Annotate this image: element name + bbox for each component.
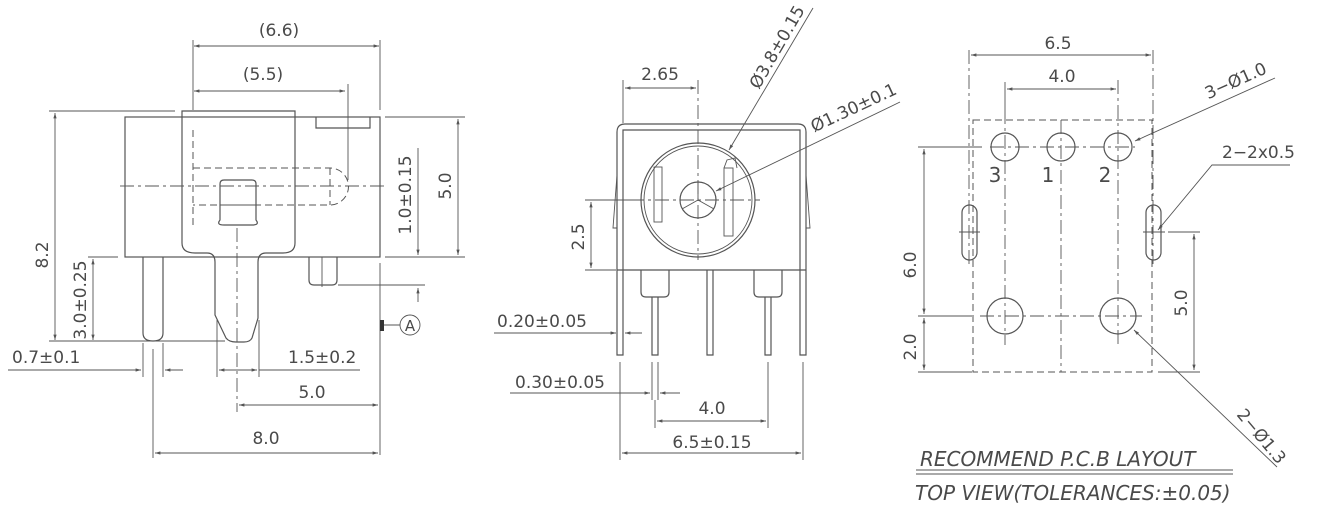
- dim-pin-spacing: 4.0: [698, 399, 725, 419]
- dim-body-height: 5.0: [436, 172, 456, 199]
- contact-square: [218, 179, 258, 226]
- dim-slot-height: 5.0: [1172, 289, 1192, 316]
- frame-outline: [616, 123, 807, 270]
- dim-bottom-offset: 2.0: [901, 333, 921, 360]
- small-pin: [308, 257, 338, 286]
- dim-center-to-edge: 5.0: [298, 383, 325, 403]
- pin-label-1: 1: [1042, 163, 1055, 187]
- left-pin: [142, 257, 164, 342]
- top-notch: [315, 117, 371, 129]
- dim-frame-thickness: 0.20±0.05: [497, 312, 587, 332]
- dim-pin-length: 3.0±0.25: [71, 260, 91, 339]
- dim-outer-diameter: Ø3.8±0.15: [746, 2, 810, 92]
- pin-label-3: 3: [989, 163, 1002, 187]
- layout-title: RECOMMEND P.C.B LAYOUT: [920, 447, 1197, 471]
- dim-height: 8.2: [33, 241, 53, 268]
- dim-center-height: 2.5: [569, 223, 589, 250]
- datum-a-symbol: [399, 314, 421, 336]
- dim-width: 6.5±0.15: [672, 433, 751, 453]
- dim-tab-width: 1.5±0.2: [288, 348, 356, 368]
- pin-label-2: 2: [1099, 163, 1112, 187]
- callout-large-holes: 2−Ø1.3: [1232, 405, 1289, 468]
- dim-center-offset: 1.0±0.15: [396, 155, 416, 234]
- front-view: 2.65 Ø3.8±0.15 Ø1.30±0.1 2.5 0.20±0.05 0…: [494, 2, 901, 460]
- dim-pcb-hole-spacing: 4.0: [1048, 67, 1075, 87]
- dim-pcb-width: 6.5: [1044, 34, 1071, 54]
- pcb-layout: 3 1 2 6.5 4.0 3−Ø1.0 2−2x0.5 2−Ø1.3 6.0 …: [901, 34, 1295, 505]
- dim-overall-ref: (6.6): [259, 21, 299, 41]
- callout-holes: 3−Ø1.0: [1202, 59, 1270, 104]
- dim-row-spacing: 6.0: [901, 251, 921, 278]
- top-tab: [181, 110, 296, 117]
- datum-label: A: [405, 317, 416, 335]
- body-outline: [124, 116, 381, 258]
- pins: [616, 270, 807, 356]
- layout-subtitle: TOP VIEW(TOLERANCES:±0.05): [915, 481, 1231, 505]
- footprint-outline: [972, 119, 1153, 373]
- side-view: (6.6) (5.5) 8.2 3.0±0.25 1.0±0.15 5.0 A …: [8, 21, 465, 458]
- dim-center-x: 2.65: [641, 65, 679, 85]
- pin-holes: [959, 50, 1165, 335]
- callout-slots: 2−2x0.5: [1222, 143, 1295, 163]
- dim-plug-ref: (5.5): [243, 65, 283, 85]
- contact-outline: [181, 117, 296, 343]
- dim-length: 8.0: [252, 429, 279, 449]
- dim-pin-width: 0.7±0.1: [12, 348, 80, 368]
- dim-pin-thickness: 0.30±0.05: [515, 373, 605, 393]
